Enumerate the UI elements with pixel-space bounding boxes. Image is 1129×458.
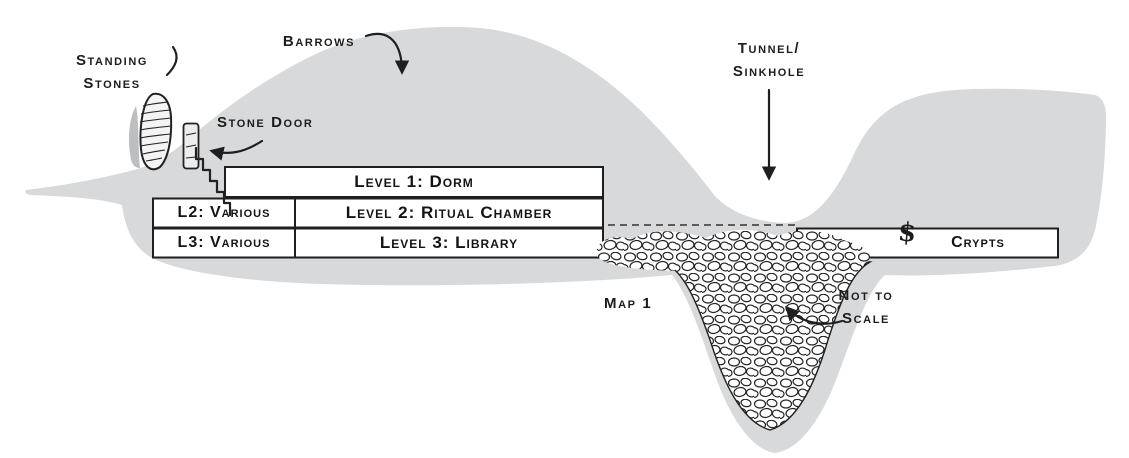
standing-stones-label: Standing Stones	[75, 52, 149, 92]
entrance-group	[128, 92, 232, 217]
stone-door-label: Stone Door	[217, 114, 314, 131]
level1-label: Level 1: Dorm	[354, 172, 474, 191]
stone-hatching	[139, 101, 172, 162]
level2-label: Level 2: Ritual Chamber	[345, 202, 553, 222]
not-to-scale-arrow	[785, 305, 844, 325]
level1-box	[224, 166, 604, 198]
door-hatching	[185, 132, 197, 159]
barrows-label: Barrows	[282, 33, 356, 50]
level3-label: Level 3: Library	[379, 232, 519, 252]
barrows-arrow	[364, 32, 410, 75]
not-to-scale-label: Not to Scale	[838, 287, 894, 327]
rubble-band	[596, 229, 870, 272]
tunnel-sinkhole-label: Tunnel/ Sinkhole	[732, 40, 806, 80]
standing-stones-squiggle	[165, 45, 178, 77]
stairs	[194, 146, 232, 217]
crypts-label: Crypts	[951, 234, 1005, 251]
level-boxes	[152, 166, 1059, 259]
stone-shadow	[128, 106, 140, 168]
annotation-arrows	[165, 32, 844, 325]
l2-side-label: L2: Various	[177, 203, 271, 221]
treasure-marker: $	[896, 217, 918, 249]
l3-side-label: L3: Various	[177, 233, 271, 251]
stone-door-arrow	[209, 139, 264, 161]
sinkhole-funnel	[663, 261, 873, 431]
map-title: Map 1	[604, 295, 653, 312]
